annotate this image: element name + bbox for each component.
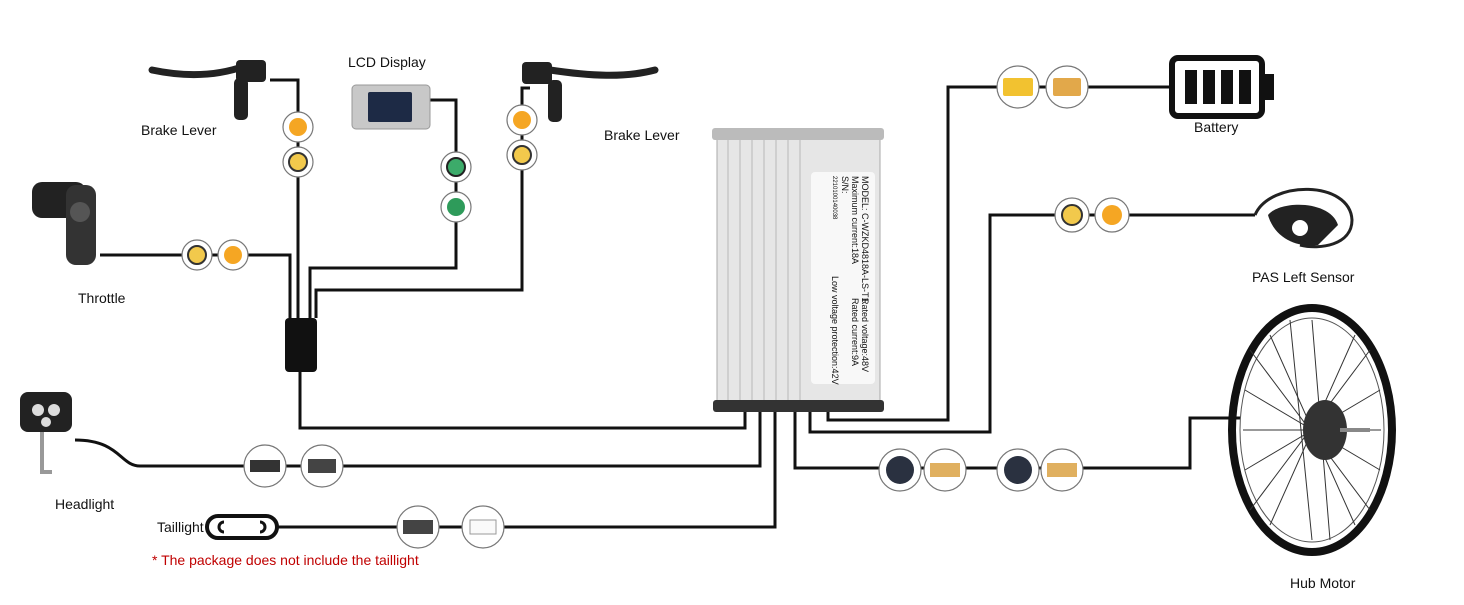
connector-pas-2 <box>1094 197 1130 233</box>
battery-icon <box>1169 55 1274 119</box>
label-battery: Battery <box>1194 119 1238 135</box>
controller: MODEL: C-WZKD4818A-LS-T1 Maximum current… <box>712 128 884 412</box>
connector-battery-2 <box>1045 65 1089 109</box>
wire-throttle <box>100 253 292 318</box>
taillight-icon <box>205 514 279 540</box>
connector-brake-right-2 <box>506 139 538 171</box>
label-throttle: Throttle <box>78 290 126 306</box>
connector-battery-1 <box>996 65 1040 109</box>
connector-brake-left-1 <box>282 111 314 143</box>
controller-rated-voltage: Rated voltage:48V <box>860 298 870 372</box>
connector-motor-3 <box>996 448 1040 492</box>
controller-model: MODEL: C-WZKD4818A-LS-T1 <box>860 176 870 303</box>
connectors <box>181 65 1130 549</box>
wire-taillight <box>277 410 777 529</box>
connector-headlight-2 <box>300 444 344 488</box>
junction-box <box>285 318 317 372</box>
connector-throttle-1 <box>181 239 213 271</box>
connector-brake-right-1 <box>506 104 538 136</box>
controller-low-voltage: Low voltage protection:42V <box>830 276 840 385</box>
label-lcd-display: LCD Display <box>348 54 426 70</box>
connector-lcd-1 <box>440 151 472 183</box>
connector-pas-1 <box>1054 197 1090 233</box>
wire-junction-controller <box>298 372 747 430</box>
controller-max-current: Maximum current:18A <box>850 176 860 264</box>
connector-headlight-1 <box>243 444 287 488</box>
brake-lever-left <box>148 60 266 120</box>
hub-motor-wheel <box>1228 304 1396 556</box>
connector-brake-left-2 <box>282 146 314 178</box>
throttle <box>32 182 96 265</box>
label-brake-lever-left: Brake Lever <box>141 122 217 138</box>
connector-motor-1 <box>878 448 922 492</box>
wire-brake-right <box>314 86 530 318</box>
label-taillight: Taillight <box>157 519 204 535</box>
brake-lever-right <box>522 62 659 122</box>
connector-motor-4 <box>1040 448 1084 492</box>
pas-sensor <box>1253 187 1354 249</box>
label-brake-lever-right: Brake Lever <box>604 127 680 143</box>
label-headlight: Headlight <box>55 496 114 512</box>
label-hub-motor: Hub Motor <box>1290 575 1356 591</box>
headlight <box>20 392 72 474</box>
connector-lcd-2 <box>440 191 472 223</box>
lcd-display <box>351 84 431 130</box>
connector-throttle-2 <box>217 239 249 271</box>
connector-taillight-2 <box>461 505 505 549</box>
wire-brake-left <box>270 78 300 318</box>
connector-taillight-1 <box>396 505 440 549</box>
wire-headlight <box>74 410 762 468</box>
wire-lcd <box>308 98 458 318</box>
label-pas-sensor: PAS Left Sensor <box>1252 269 1355 285</box>
taillight-note: * The package does not include the taill… <box>152 552 419 568</box>
connector-motor-2 <box>923 448 967 492</box>
controller-sn-label: S/N: <box>840 176 850 194</box>
controller-label <box>811 172 875 384</box>
wire-motor <box>793 410 1240 470</box>
controller-sn: 2210100140038 <box>831 176 837 220</box>
controller-rated-current: Rated current:9A <box>850 298 860 366</box>
